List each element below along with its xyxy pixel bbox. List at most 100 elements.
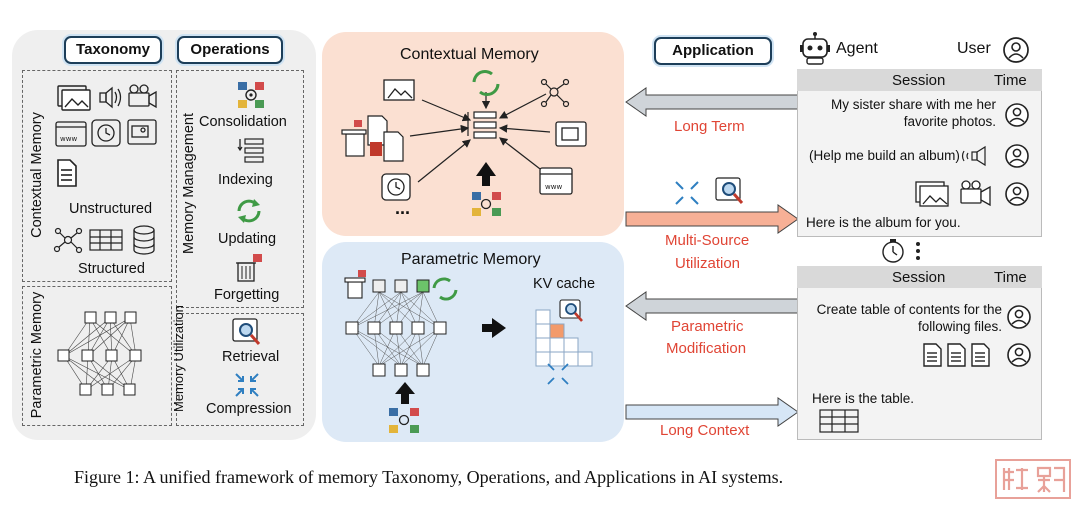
session-1-reply: Here is the album for you. [806, 215, 961, 230]
structured-label: Structured [78, 261, 145, 277]
session-2-header [797, 266, 1042, 288]
image-icon [383, 79, 415, 101]
session-2-msg1: Create table of contents for the followi… [806, 301, 1002, 335]
session-1-msg1-line2: favorite photos. [903, 114, 996, 129]
speaker-icon [99, 86, 122, 109]
graph-icon [540, 78, 570, 108]
memory-utilization-label-line1: Memory Utilization [171, 305, 186, 412]
user-avatar-icon [1005, 144, 1029, 168]
puzzle-icon [389, 408, 419, 433]
consolidation-icon [238, 82, 264, 108]
image-icon [57, 85, 91, 111]
image-icon [915, 181, 949, 207]
updating-label: Updating [218, 231, 277, 247]
user-avatar-icon [1007, 343, 1031, 367]
speaker-icon [961, 145, 986, 167]
session-1-header [797, 69, 1042, 91]
long-term-arrow [625, 87, 799, 117]
forgetting-icon [344, 270, 366, 299]
contextual-ellipsis: ... [395, 198, 411, 218]
web-icon: www [539, 167, 573, 195]
session-1-title: Session [892, 72, 946, 89]
long-context-label: Long Context [660, 422, 750, 439]
up-arrow-icon [476, 162, 496, 186]
forgetting-label: Forgetting [214, 287, 280, 303]
video-camera-icon [960, 180, 991, 207]
svg-text:www: www [60, 135, 77, 143]
central-index-icon [467, 111, 497, 139]
parametric-memory-label: Parametric Memory [29, 291, 45, 419]
unstructured-icons: www [55, 84, 157, 187]
user-avatar-icon [1007, 305, 1031, 329]
long-term-label: Long Term [674, 118, 745, 135]
watermark-seal [995, 459, 1071, 499]
session-1-time: Time [994, 72, 1027, 89]
puzzle-icon [472, 192, 501, 216]
table-icon [89, 229, 123, 251]
compression-label: Compression [206, 401, 292, 417]
session-1-msg1: My sister share with me her favorite pho… [806, 96, 996, 130]
modification-label: Modification [666, 340, 747, 357]
session-1-msg2: (Help me build an album) [809, 148, 960, 163]
contextual-memory-label: Contextual Memory [29, 112, 45, 238]
web-card-icon [555, 121, 587, 147]
session-1-msg1-line1: My sister share with me her [830, 97, 996, 112]
memory-management-label: Memory Management [181, 112, 197, 254]
user-avatar-icon [1005, 182, 1029, 206]
memory-utilization-box [176, 313, 304, 426]
consolidation-label: Consolidation [199, 114, 287, 130]
multi-source-arrow [625, 204, 799, 234]
updating-icon [432, 277, 458, 301]
structured-icons [53, 225, 155, 255]
link-arrows [625, 87, 799, 427]
compression-icon [675, 181, 699, 205]
parametric-panel-title: Parametric Memory [401, 251, 541, 268]
database-icon [133, 225, 155, 255]
application-header: Application [654, 37, 772, 65]
documents-icons [923, 343, 990, 367]
photo-card-icon [127, 119, 157, 145]
forgetting-icon [236, 254, 262, 282]
compression-icon [235, 373, 259, 397]
parametric-modification-arrow [625, 291, 799, 321]
document-icon [57, 159, 77, 187]
kv-cache-label: KV cache [533, 276, 596, 292]
parametric-memory-diagram [344, 270, 593, 433]
session-2-title: Session [892, 269, 946, 286]
contextual-memory-box [22, 70, 172, 282]
session-2-msg1-line1: Create table of contents for the [816, 302, 1002, 317]
parametric-link-label: Parametric [671, 318, 744, 335]
contextual-memory-diagram: www [341, 69, 587, 216]
retrieval-label: Retrieval [222, 349, 280, 365]
user-avatar-icon [1005, 103, 1029, 127]
clock-icon [381, 173, 411, 201]
agent-label: Agent [836, 40, 878, 57]
multi-source-label: Multi-Source [665, 232, 750, 249]
indexing-label: Indexing [218, 172, 273, 188]
session-2-box [797, 266, 1042, 440]
indexing-icon [237, 138, 264, 163]
graph-icon [53, 227, 83, 254]
utilization-label: Utilization [675, 255, 741, 272]
agent-robot-icon [800, 32, 830, 65]
contextual-panel-title: Contextual Memory [400, 46, 539, 63]
clock-icon [91, 119, 121, 147]
svg-text:www: www [545, 183, 562, 191]
right-arrow-icon [482, 318, 506, 338]
unstructured-label: Unstructured [69, 201, 153, 217]
operations-header: Operations [177, 36, 283, 64]
session-2-msg1-line2: following files. [917, 319, 1002, 334]
figure-caption: Figure 1: A unified framework of memory … [74, 467, 784, 487]
compression-icon [547, 363, 569, 385]
user-avatar-icon [1003, 37, 1029, 63]
parametric-memory-box [22, 286, 172, 426]
video-camera-icon [128, 84, 157, 109]
updating-icon [237, 199, 261, 223]
memory-management-box [176, 70, 304, 308]
user-label: User [957, 40, 991, 57]
session-2-reply: Here is the table. [812, 391, 915, 406]
taxonomy-header: Taxonomy [64, 36, 162, 64]
web-icon: www [55, 121, 87, 147]
updating-icon [472, 69, 500, 97]
long-context-arrow [625, 397, 799, 427]
